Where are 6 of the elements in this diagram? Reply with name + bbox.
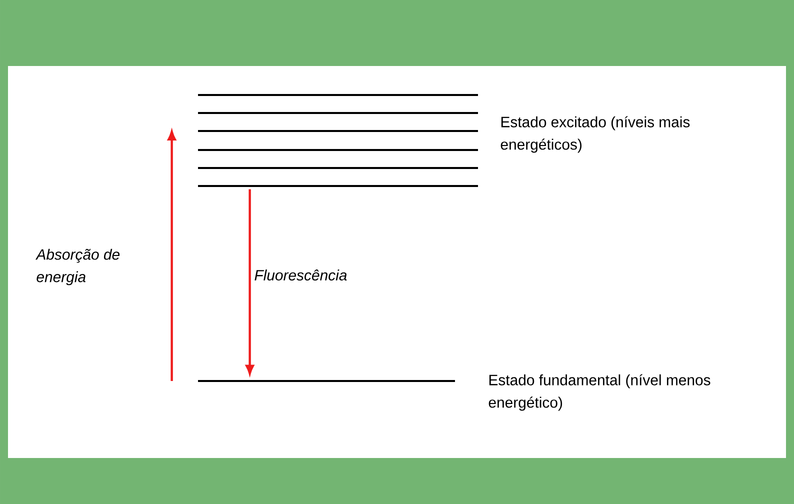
arrow — [168, 130, 176, 381]
energy-level — [198, 94, 478, 187]
edge-label: Fluorescência — [254, 269, 347, 280]
state-label: Estado fundamental (nível menos energético) — [488, 374, 710, 411]
edge-label: Absorção de energia — [35, 248, 120, 286]
state-label: Estado excitado (níveis mais energéticos) — [500, 116, 690, 153]
